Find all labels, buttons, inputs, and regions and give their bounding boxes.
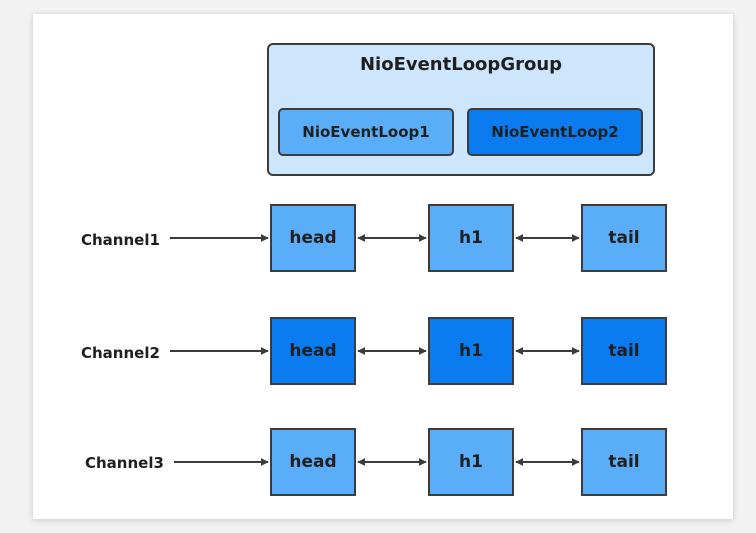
channel-3-tail-node: tail (581, 428, 667, 496)
channel-3-label: Channel3 (85, 454, 164, 472)
event-loop-1: NioEventLoop1 (278, 108, 454, 156)
channel-2-head-node: head (270, 317, 356, 385)
event-loop-group-title: NioEventLoopGroup (359, 54, 563, 75)
channel-1-label: Channel1 (81, 231, 160, 249)
channel-3-h1-node: h1 (428, 428, 514, 496)
event-loop-2: NioEventLoop2 (467, 108, 643, 156)
channel-2-tail-node: tail (581, 317, 667, 385)
channel-2-h1-node: h1 (428, 317, 514, 385)
channel-1-tail-node: tail (581, 204, 667, 272)
channel-3-head-node: head (270, 428, 356, 496)
channel-1-h1-node: h1 (428, 204, 514, 272)
event-loop-group: NioEventLoopGroup NioEventLoop1 NioEvent… (267, 43, 655, 176)
channel-1-head-node: head (270, 204, 356, 272)
channel-2-label: Channel2 (81, 344, 160, 362)
